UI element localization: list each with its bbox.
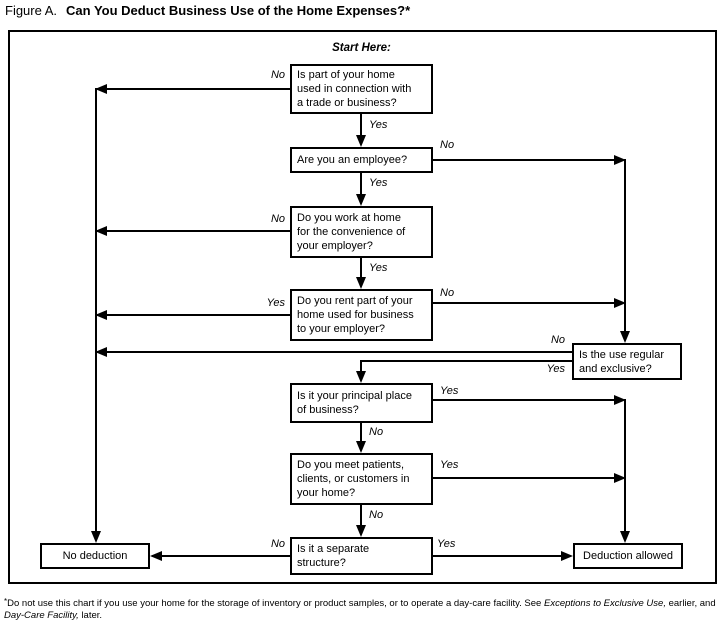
connector-right-bus-lower [624, 399, 626, 533]
edge-label-q4-no: No [440, 287, 455, 299]
connector-q2-no [433, 159, 616, 161]
arrow-q1-no-icon [95, 84, 107, 94]
arrow-q1-yes-icon [356, 135, 366, 147]
figure-title: Figure A. Can You Deduct Business Use of … [5, 3, 410, 18]
edge-label-q5-yes: Yes [440, 385, 459, 397]
edge-label-q3-yes: Yes [369, 262, 388, 274]
edge-label-q7-no: No [270, 538, 285, 550]
arrow-q7-yes-icon [561, 551, 573, 561]
edge-label-q3-no: No [270, 213, 285, 225]
arrow-into-regular-exclusive-icon [620, 331, 630, 343]
footnote-text-2: earlier, and [665, 598, 716, 609]
arrow-into-no-deduction-icon [91, 531, 101, 543]
footnote-text-1: Do not use this chart if you use your ho… [7, 598, 544, 609]
connector-q2-yes [360, 173, 362, 197]
connector-q5-no [360, 423, 362, 443]
arrow-q6-no-icon [356, 525, 366, 537]
arrow-q4-no-icon [614, 298, 626, 308]
node-q6-meet-patients: Do you meet patients, clients, or custom… [290, 453, 433, 505]
arrow-q5-no-icon [356, 441, 366, 453]
node-q4-rent-to-employer: Do you rent part of your home used for b… [290, 289, 433, 341]
edge-label-q6-no: No [369, 509, 384, 521]
node-no-deduction: No deduction [40, 543, 150, 569]
arrow-q2-yes-icon [356, 194, 366, 206]
edge-label-q1-yes: Yes [369, 119, 388, 131]
node-q3-convenience-of-employer: Do you work at home for the convenience … [290, 206, 433, 258]
node-deduction-allowed: Deduction allowed [573, 543, 683, 569]
arrow-q3-yes-icon [356, 277, 366, 289]
arrow-q5-yes-icon [614, 395, 626, 405]
edge-label-q4-yes: Yes [266, 297, 285, 309]
arrow-q7-no-icon [150, 551, 162, 561]
arrow-regx-yes-icon [356, 371, 366, 383]
footnote-text-3: later. [78, 610, 103, 621]
figure-label: Figure A. [5, 3, 58, 18]
connector-regx-yes-horizontal [360, 360, 572, 362]
start-here-label: Start Here: [332, 42, 391, 54]
connector-q7-no [152, 555, 290, 557]
arrow-q3-no-icon [95, 226, 107, 236]
edge-label-q5-no: No [369, 426, 384, 438]
edge-label-q2-yes: Yes [369, 177, 388, 189]
edge-label-q6-yes: Yes [440, 459, 459, 471]
connector-q4-yes [97, 314, 290, 316]
edge-label-q7-yes: Yes [437, 538, 456, 550]
footnote-asterisk: * [4, 597, 8, 606]
connector-right-bus-upper [624, 159, 626, 333]
connector-q3-yes [360, 258, 362, 280]
connector-q4-no [433, 302, 616, 304]
connector-q1-yes [360, 114, 362, 138]
connector-q3-no [97, 230, 290, 232]
footnote-italic-exceptions: Exceptions to Exclusive Use, [543, 598, 666, 609]
arrow-q4-yes-icon [95, 310, 107, 320]
arrow-q2-no-icon [614, 155, 626, 165]
connector-regx-no [97, 351, 572, 353]
node-q2-are-you-employee: Are you an employee? [290, 147, 433, 173]
arrow-regx-no-icon [95, 347, 107, 357]
edge-label-q1-no: No [270, 69, 285, 81]
node-q5-principal-place: Is it your principal place of business? [290, 383, 433, 423]
connector-q7-yes [433, 555, 563, 557]
arrow-into-deduction-allowed-icon [620, 531, 630, 543]
connector-q5-yes [433, 399, 616, 401]
connector-q1-no [97, 88, 290, 90]
arrow-q6-yes-icon [614, 473, 626, 483]
node-q7-separate-structure: Is it a separate structure? [290, 537, 433, 575]
edge-label-regx-yes: Yes [546, 363, 565, 375]
connector-regx-yes-vertical [360, 360, 362, 373]
edge-label-q2-no: No [440, 139, 455, 151]
footnote-italic-daycare: Day-Care Facility, [4, 610, 79, 621]
node-q1-home-used-for-business: Is part of your home used in connection … [290, 64, 433, 114]
footnote: *Do not use this chart if you use your h… [4, 596, 721, 622]
connector-q6-no [360, 505, 362, 527]
node-regular-exclusive-use: Is the use regular and exclusive? [572, 343, 682, 380]
figure-title-text: Can You Deduct Business Use of the Home … [66, 3, 411, 18]
edge-label-regx-no: No [550, 334, 565, 346]
connector-q6-yes [433, 477, 616, 479]
